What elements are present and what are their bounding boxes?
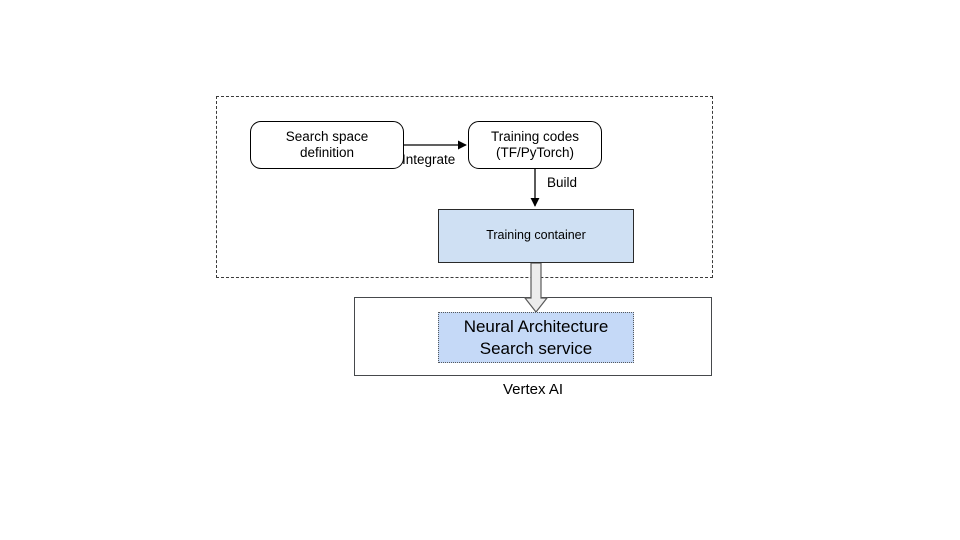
node-label-line2: (TF/PyTorch) [495,145,574,160]
user-workflow-group [216,96,713,278]
node-label-line1: Search space [285,128,369,144]
node-label-line2: definition [299,145,355,160]
node-label-line1: Neural Architecture [463,317,609,337]
node-training-codes-label: Training codes (TF/PyTorch) [485,129,585,162]
node-search-space-definition-label: Search space definition [280,129,375,162]
node-nas-service-label: Neural Architecture Search service [464,316,609,358]
node-label-line2: Search service [479,338,593,358]
node-training-container[interactable]: Training container [438,209,634,263]
node-training-codes[interactable]: Training codes (TF/PyTorch) [468,121,602,169]
edge-label-integrate: Integrate [402,152,456,167]
node-training-container-label: Training container [486,228,586,243]
node-neural-architecture-search-service[interactable]: Neural Architecture Search service [438,312,634,363]
node-label-line1: Training codes [490,128,580,144]
vertex-ai-caption: Vertex AI [502,381,564,398]
node-search-space-definition[interactable]: Search space definition [250,121,404,169]
edge-label-build: Build [547,175,578,190]
